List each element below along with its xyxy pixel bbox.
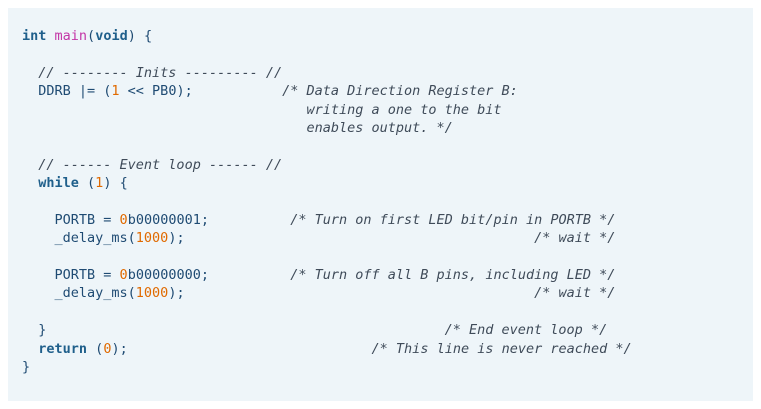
comment-token: writing a one to the bit xyxy=(22,101,502,118)
code-line xyxy=(22,193,632,211)
number-token: 1 xyxy=(111,83,120,100)
code-token xyxy=(22,341,38,357)
keyword-token: return xyxy=(38,340,88,357)
code-token: ); xyxy=(111,340,372,357)
comment-token: /* Turn on first LED bit/pin in PORTB */ xyxy=(290,211,616,228)
number-token: 1000 xyxy=(135,285,169,302)
comment-token: /* This line is never reached */ xyxy=(371,340,632,357)
code-line: } /* End event loop */ xyxy=(22,321,632,339)
code-panel: int main(void) { // -------- Inits -----… xyxy=(8,8,753,401)
comment-token: // -------- Inits --------- // xyxy=(38,64,283,81)
code-line xyxy=(22,303,632,321)
comment-token: /* Turn off all B pins, including LED */ xyxy=(290,267,616,284)
code-line: int main(void) { xyxy=(22,27,632,45)
code-token xyxy=(22,175,38,191)
code-token: ); xyxy=(168,230,535,247)
code-token: PORTB = xyxy=(22,267,120,284)
code-line: _delay_ms(1000); /* wait */ xyxy=(22,284,632,302)
code-token: _delay_ms( xyxy=(22,230,136,247)
code-line: // ------ Event loop ------ // xyxy=(22,156,632,174)
code-line: while (1) { xyxy=(22,174,632,192)
number-token: 0 xyxy=(103,340,112,357)
code-line: _delay_ms(1000); /* wait */ xyxy=(22,229,632,247)
code-line xyxy=(22,248,632,266)
code-token: ) { xyxy=(103,175,128,192)
code-line: return (0); /* This line is never reache… xyxy=(22,340,632,358)
code-token: b00000000; xyxy=(127,267,291,284)
code-line: PORTB = 0b00000001; /* Turn on first LED… xyxy=(22,211,632,229)
code-line: PORTB = 0b00000000; /* Turn off all B pi… xyxy=(22,266,632,284)
code-token: b00000001; xyxy=(127,211,291,228)
code-line xyxy=(22,137,632,155)
number-token: 1 xyxy=(95,175,104,192)
number-token: 0 xyxy=(119,211,128,228)
code-line xyxy=(22,45,632,63)
code-line: // -------- Inits --------- // xyxy=(22,64,632,82)
keyword-token: void xyxy=(95,28,128,44)
code-line: } xyxy=(22,358,632,376)
function-token: main xyxy=(54,28,88,44)
code-token: ); xyxy=(168,285,535,302)
code-block: int main(void) { // -------- Inits -----… xyxy=(22,27,632,376)
code-line: writing a one to the bit xyxy=(22,101,632,119)
code-token: ( xyxy=(87,340,104,357)
code-token: PORTB = xyxy=(22,211,120,228)
code-token xyxy=(22,157,38,173)
comment-token: /* wait */ xyxy=(534,230,616,247)
comment-token: /* wait */ xyxy=(534,285,616,302)
code-token: << PB0); xyxy=(119,83,283,100)
code-token: DDRB |= ( xyxy=(22,83,112,100)
comment-token: // ------ Event loop ------ // xyxy=(38,156,283,173)
keyword-token: while xyxy=(38,175,79,192)
code-token: ) { xyxy=(127,28,153,44)
code-token: ( xyxy=(87,28,96,44)
code-line: DDRB |= (1 << PB0); /* Data Direction Re… xyxy=(22,82,632,100)
code-token xyxy=(22,65,38,81)
keyword-token: int xyxy=(22,28,47,44)
comment-token: /* Data Direction Register B: xyxy=(282,83,518,100)
comment-token: /* End event loop */ xyxy=(444,322,608,339)
number-token: 0 xyxy=(119,267,128,284)
number-token: 1000 xyxy=(135,230,169,247)
code-token: ( xyxy=(78,175,96,192)
code-line: enables output. */ xyxy=(22,119,632,137)
code-token: } xyxy=(22,359,31,376)
code-token xyxy=(46,28,54,44)
comment-token: enables output. */ xyxy=(22,119,453,136)
code-token: _delay_ms( xyxy=(22,285,136,302)
code-token: } xyxy=(22,322,445,339)
